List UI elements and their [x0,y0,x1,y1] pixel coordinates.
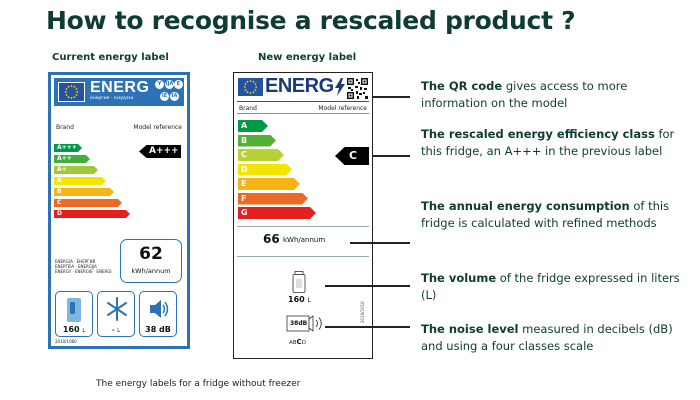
new-noise-db: 38dB [290,320,308,327]
efficiency-bar-label: C [241,150,247,159]
regulation-number: 2010/1060 [55,339,77,344]
brand-text: Brand [56,124,74,131]
snowflake-icon [107,297,127,321]
efficiency-bar-b: B [238,135,276,147]
energia-multilingual-text: ENERGIA · ЕНЕРГИЯ ΕΝΕΡΓΕΙΑ · ENERGIJA EN… [55,259,112,274]
energ-wordmark: ENERG [90,79,150,96]
new-selected-class-arrow: C [335,147,369,165]
regulation-code: 2019/2016 [360,301,365,323]
noise-speaker-icon [286,315,322,332]
volume-box: 160 L [55,291,93,337]
current-kwh-unit: kWh/annum [131,267,171,275]
efficiency-bar-label: F [241,193,247,203]
lang-circle: IJA [165,80,174,89]
efficiency-bar-label: D [241,164,248,174]
callout-efficiency-class: The rescaled energy efficiency class for… [421,127,675,158]
new-volume-value: 160 L [288,295,311,304]
header-divider [237,101,369,102]
kwh-leader-line [350,242,410,244]
efficiency-bar-a: A [238,120,268,132]
freezer-box: - L [97,291,135,337]
energ-wordmark: ENERG [265,75,334,97]
current-energy-label: ENERG енергия · ενεργεια Y IJA E IE IA B… [48,72,190,349]
lang-circle: Y [155,80,164,89]
efficiency-bar-aplus: A+ [54,166,98,174]
efficiency-bar-label: A+ [57,166,67,173]
current-kwh-box: 62 kWh/annum [120,239,182,283]
qr-code-icon [346,77,369,100]
noise-leader-line [325,326,410,328]
callout-qr-code: The QR code gives access to more informa… [421,79,628,110]
efficiency-bar-d: D [238,164,292,176]
efficiency-bar-label: B [241,135,248,145]
class-leader-line [373,155,410,157]
current-selected-class: A+++ [149,146,179,156]
efficiency-bar-label: A++ [57,155,72,162]
brand-divider [237,113,369,114]
figure-caption: The energy labels for a fridge without f… [96,379,301,389]
efficiency-bar-a: A [54,177,106,185]
section-divider [237,256,369,257]
noise-value: 38 dB [145,325,171,334]
efficiency-bar-c: C [54,199,122,207]
efficiency-bar-label: A [241,121,248,130]
eu-flag-icon [238,78,263,96]
lang-circle: IA [170,92,179,101]
efficiency-bar-label: A+++ [57,144,77,151]
efficiency-bar-label: A [57,177,62,184]
new-selected-class: C [349,149,358,162]
language-circles: Y IJA E IE IA [155,80,183,104]
efficiency-bar-d: D [54,210,130,218]
efficiency-bar-f: F [238,193,308,205]
efficiency-bar-e: E [238,178,300,190]
model-reference-text: Model reference [133,124,182,131]
efficiency-bar-b: B [54,188,114,196]
new-kwh-value: 66 [263,232,280,246]
efficiency-bar-label: D [57,210,62,217]
efficiency-bar-c: C [238,149,284,161]
lightning-bolt-icon [335,78,345,96]
fridge-bottle-icon [292,271,306,293]
lang-circle: IE [160,92,169,101]
efficiency-bar-label: G [241,208,248,217]
current-label-heading: Current energy label [52,52,169,63]
noise-box: 38 dB [139,291,177,337]
volume-value: 160 L [62,325,86,334]
callout-energy-consumption: The annual energy consumption of this fr… [421,199,670,230]
callout-noise-level: The noise level measured in decibels (dB… [421,322,673,353]
new-label-heading: New energy label [258,52,357,63]
brand-text: Brand [239,105,257,112]
model-reference-text: Model reference [318,105,367,112]
efficiency-bar-label: C [57,199,62,206]
energ-subline: енергия · ενεργεια [90,96,134,101]
page-title: How to recognise a rescaled product ? [46,6,576,35]
noise-class-scale: ABCD [289,338,306,346]
efficiency-bar-label: B [57,188,62,195]
speaker-icon [150,300,169,318]
efficiency-bar-label: E [241,179,247,188]
current-selected-class-arrow: A+++ [139,145,181,158]
new-kwh-unit: kWh/annum [283,236,326,244]
efficiency-bar-aplusplusplus: A+++ [54,144,82,152]
current-kwh-value: 62 [139,244,163,264]
volume-leader-line [325,285,410,287]
efficiency-bar-aplusplus: A++ [54,155,90,163]
callout-volume: The volume of the fridge expressed in li… [421,271,680,302]
efficiency-bar-g: G [238,207,316,219]
freezer-value: - L [111,327,121,334]
lang-circle: E [174,80,183,89]
current-label-header: ENERG енергия · ενεργεια Y IJA E IE IA [54,78,184,106]
fridge-bottle-icon [67,298,81,322]
eu-flag-icon [58,82,85,102]
qr-leader-line [373,96,410,98]
section-divider [237,226,369,227]
